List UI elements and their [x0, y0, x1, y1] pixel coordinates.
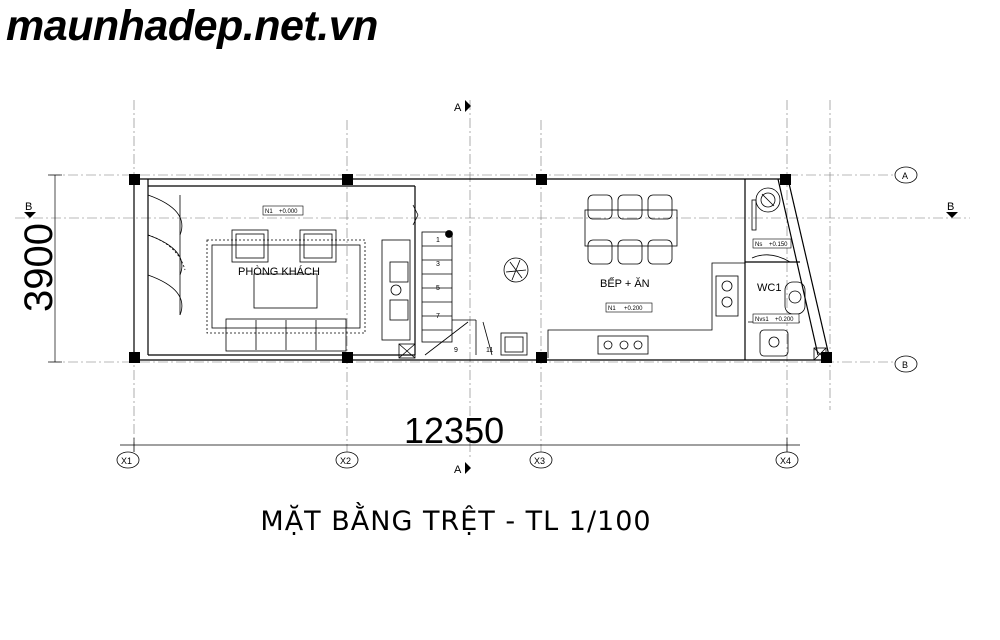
dining-table — [584, 194, 678, 265]
level-value-living: +0.000 — [279, 209, 298, 215]
site-watermark: maunhadep.net.vn — [6, 2, 378, 50]
living-room-furniture — [206, 229, 416, 359]
axis-label-x2: X2 — [340, 456, 351, 466]
level-code-living: N1 — [265, 209, 273, 215]
wc-fixtures — [748, 187, 827, 361]
room-label-wc: WC1 — [757, 282, 781, 294]
plant-pot — [503, 257, 529, 283]
section-label-left: B — [25, 201, 32, 213]
axis-label-x1: X1 — [121, 456, 132, 466]
level-code-nvs: Nvs1 — [755, 317, 769, 323]
kitchen-counter — [500, 262, 745, 358]
section-arrows — [24, 100, 958, 474]
room-label-living: PHÒNG KHÁCH — [238, 265, 320, 278]
axis-label-x4: X4 — [780, 456, 791, 466]
stair-step-9: 9 — [454, 347, 458, 354]
stair-step-3: 3 — [436, 261, 440, 268]
stair-step-1: 1 — [436, 237, 440, 244]
overall-width-dimension: 3900 — [17, 223, 61, 312]
dimension-lines — [48, 174, 800, 452]
front-doors — [147, 194, 186, 316]
structural-columns — [129, 174, 832, 363]
level-code-ns: Ns — [755, 242, 762, 248]
axis-label-b: B — [902, 360, 908, 370]
level-tag-boxes — [262, 205, 800, 324]
axis-label-a: A — [902, 171, 908, 181]
level-value-kitchen: +0.200 — [624, 306, 643, 312]
level-value-nvs: +0.200 — [775, 317, 794, 323]
staircase — [412, 204, 493, 356]
level-value-ns: +0.150 — [769, 242, 788, 248]
exterior-walls — [133, 178, 831, 361]
stair-step-5: 5 — [436, 285, 440, 292]
room-label-kitchen: BẾP + ĂN — [600, 277, 650, 290]
stair-step-7: 7 — [436, 313, 440, 320]
section-label-right: B — [947, 201, 954, 213]
grid-lines — [15, 100, 970, 460]
axis-label-x3: X3 — [534, 456, 545, 466]
drawing-title: MẶT BẰNG TRỆT - TL 1/100 — [260, 506, 652, 537]
axis-bubbles — [116, 166, 918, 469]
section-label-top: A — [454, 102, 462, 114]
stair-step-11: 11 — [486, 347, 493, 354]
section-label-bottom: A — [454, 464, 462, 476]
overall-length-dimension: 12350 — [404, 410, 504, 451]
level-code-kitchen: N1 — [608, 306, 616, 312]
